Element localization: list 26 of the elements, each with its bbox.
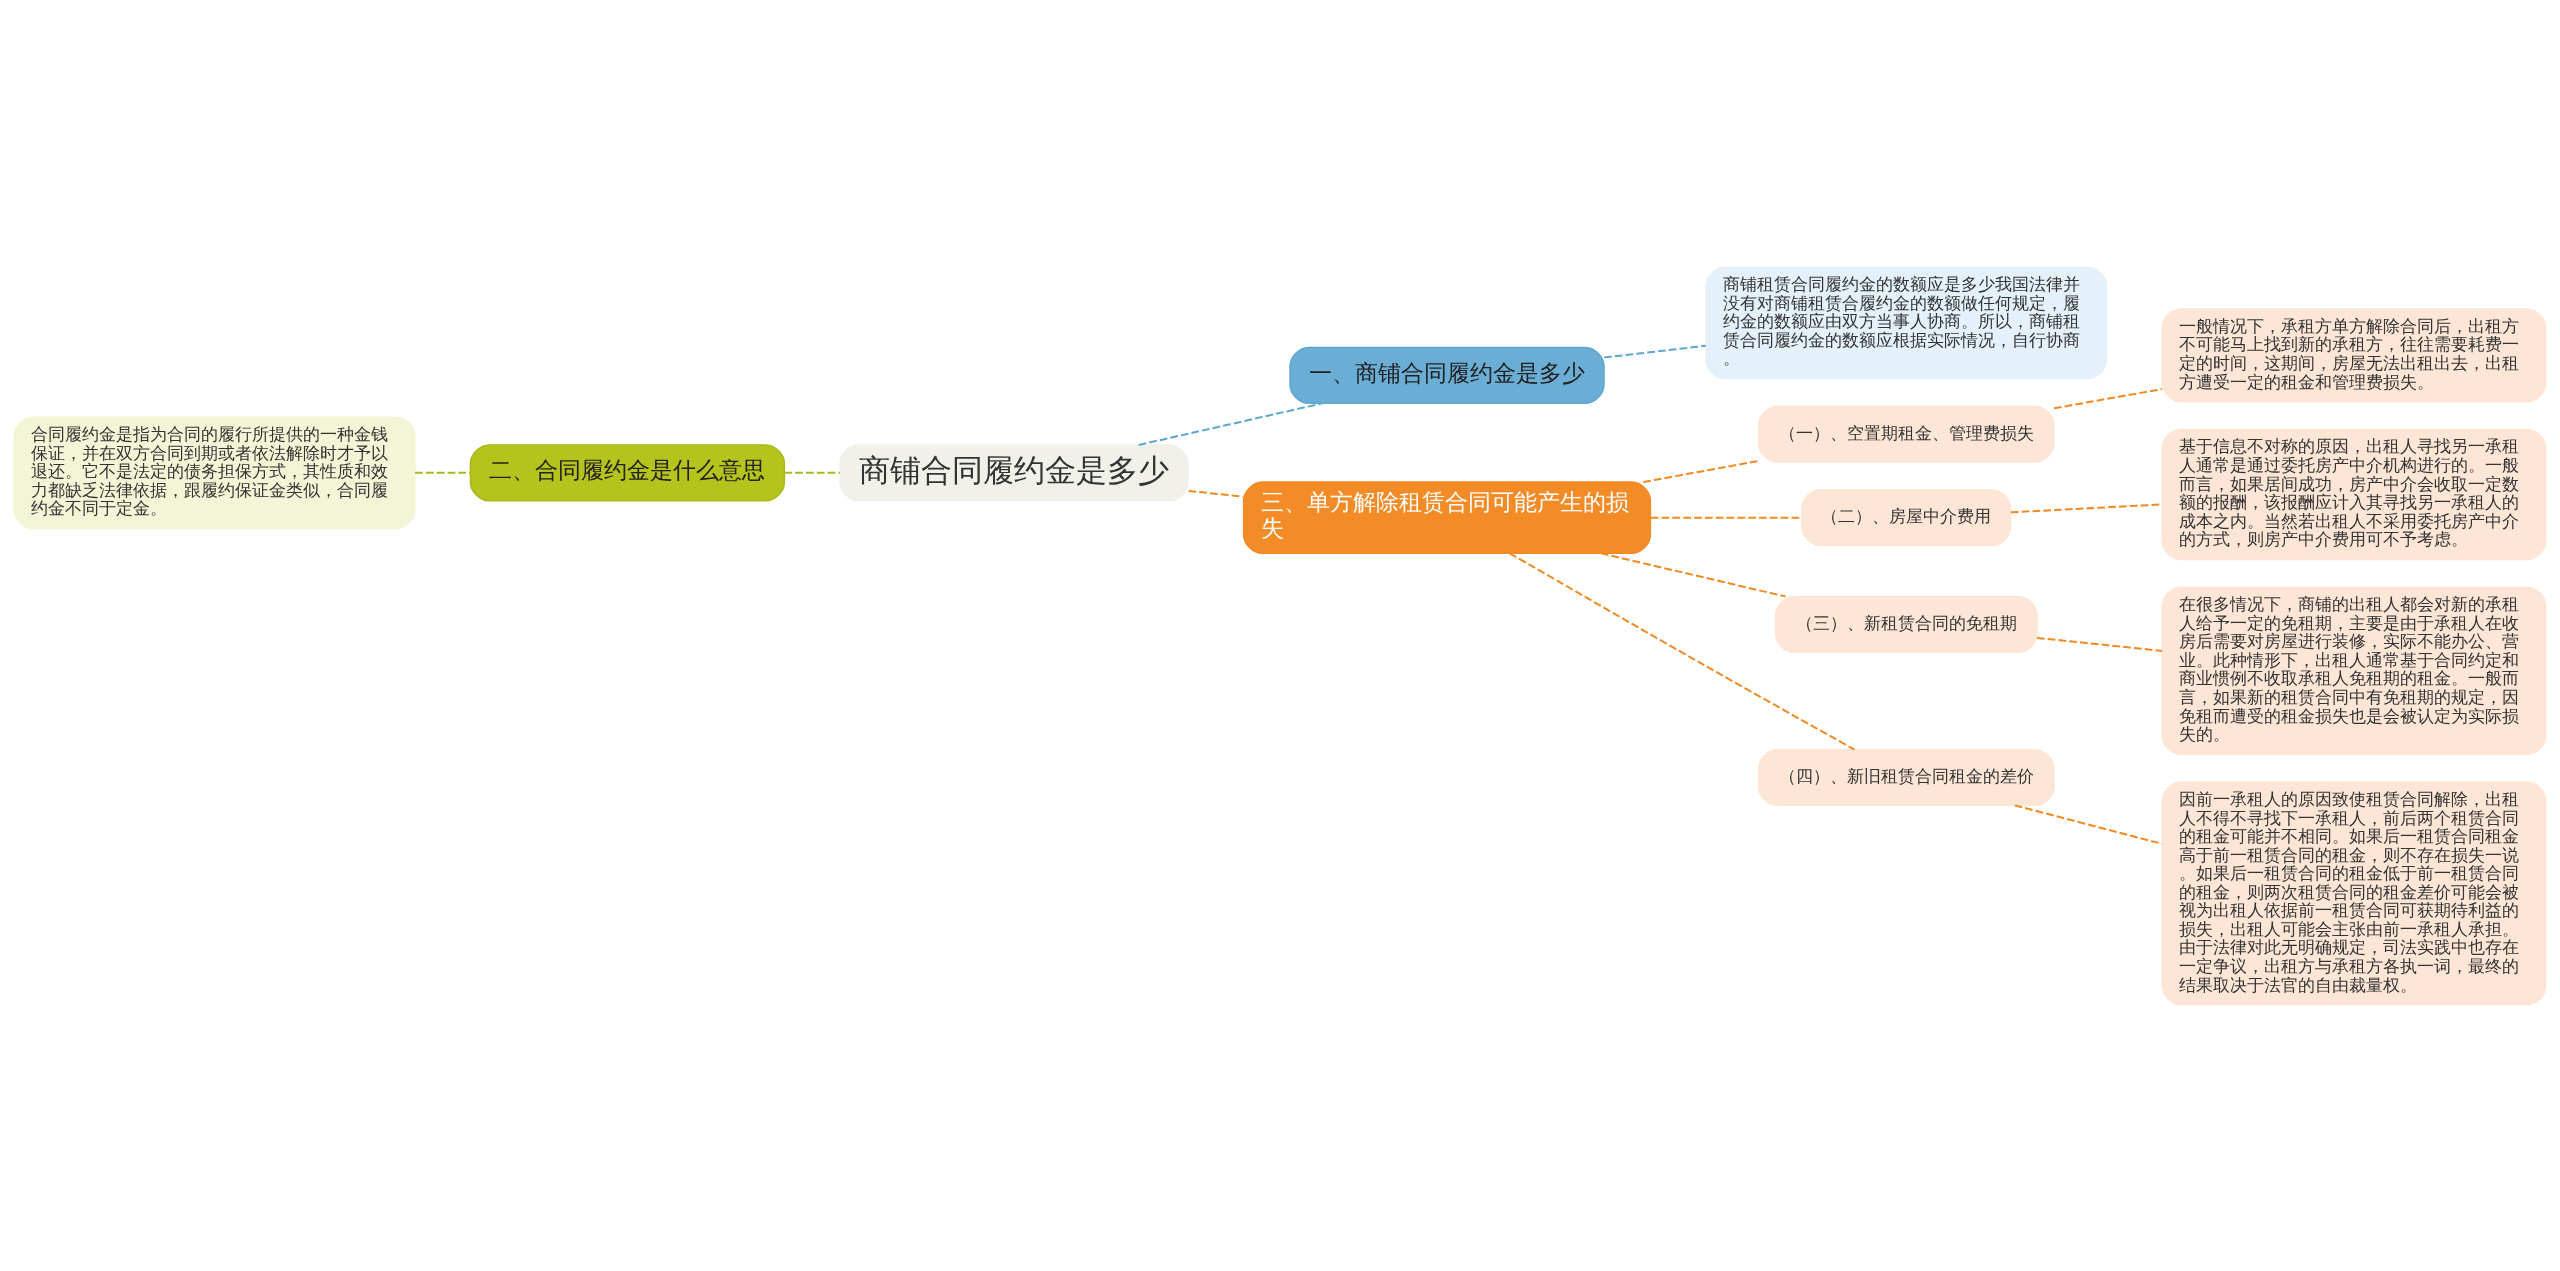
- connector: [1600, 551, 1786, 597]
- connector: [2014, 803, 2163, 845]
- node-box: 三、单方解除租赁合同可能产生的损失: [1242, 480, 1652, 554]
- node-box: 一、商铺合同履约金是多少: [1289, 346, 1605, 404]
- connector: [2053, 387, 2163, 409]
- node-box: 商铺合同履约金是多少: [839, 443, 1189, 501]
- node-box: （二）、房屋中介费用: [1801, 488, 2012, 546]
- node-box: 一般情况下，承租方单方解除合同后，出租方不可能马上找到新的承租方，往往需要耗费一定的时间，这期间，房屋无法出租出去，出租方遭受一定的租金和管理费损失。: [2161, 307, 2547, 402]
- connector: [2036, 636, 2163, 652]
- node-box: 商铺租赁合同履约金的数额应是多少我国法律并没有对商铺租赁合履约金的数额做任何规定，履约金的数额应由双方当事人协商。所以，商铺租赁合同履约金的数额应根据实际情况，自行协商。: [1705, 265, 2108, 379]
- connector: [1643, 459, 1759, 483]
- connector: [1138, 401, 1323, 446]
- node-box: 在很多情况下，商铺的出租人都会对新的承租人给予一定的免租期，主要是由于承租人在收房后需要对房屋进行装修，实际不能办公、营业。此种情形下，出租人通常基于合同约定和商业惯例不收取承租人免租期的租金。一般而言，如果新的租赁合同中有免租期的规定，因免租而遭受的租金损失也是会被认定为实际损失的。: [2161, 586, 2547, 755]
- node-box: 基于信息不对称的原因，出租人寻找另一承租人通常是通过委托房产中介机构进行的。一般而言，如果居间成功，房产中介会收取一定数额的报酬，该报酬应计入其寻找另一承租人的成本之内。当然若出租人不采用委托房产中介的方式，则房产中介费用可不予考虑。: [2161, 428, 2547, 560]
- node-box: （三）、新租赁合同的免租期: [1774, 595, 2038, 653]
- connector: [1650, 516, 1802, 519]
- connector: [784, 471, 840, 474]
- connector: [415, 471, 471, 474]
- node-box: （一）、空置期租金、管理费损失: [1757, 405, 2055, 463]
- node-box: （四）、新旧租赁合同租金的差价: [1757, 748, 2055, 806]
- node-box: 合同履约金是指为合同的履行所提供的一种金钱保证，并在双方合同到期或者依法解除时才予以退还。它不是法定的债务担保方式，其性质和效力都缺乏法律依据，跟履约保证金类似，合同履约金不同于定金。: [13, 415, 416, 529]
- connector: [1604, 344, 1706, 358]
- node-box: 因前一承租人的原因致使租赁合同解除，出租人不得不寻找下一承租人，前后两个租赁合同的租金可能并不相同。如果后一租赁合同租金高于前一租赁合同的租金，则不存在损失一说。如果后一租赁合同的租金低于前一租赁合同的租金，则两次租赁合同的租金差价可能会被视为出租人依据前一租赁合同可获期待利益的损失，出租人可能会主张由前一承租人承担。由于法律对此无明确规定，司法实践中也存在一定争议，出租方与承租方各执一词，最终的结果取决于法官的自由裁量权。: [2161, 780, 2547, 1006]
- node-box: 二、合同履约金是什么意思: [469, 443, 786, 501]
- connector: [1509, 551, 1855, 750]
- connector: [1188, 489, 1244, 498]
